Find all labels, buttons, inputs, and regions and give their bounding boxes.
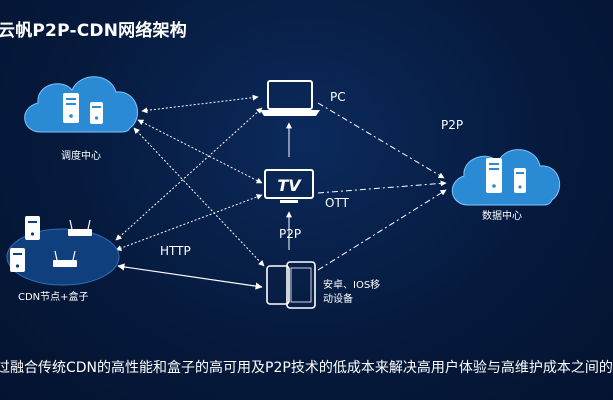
tv-icon: TV	[264, 169, 314, 203]
cloud-icon	[24, 76, 138, 133]
ott-label: OTT	[325, 196, 349, 210]
server-icon	[63, 93, 103, 124]
edge-dispatch-pc	[141, 94, 259, 114]
router-icon	[53, 219, 92, 267]
slide-title: 云帆P2P-CDN网络架构	[0, 21, 187, 41]
cdn-box-label: CDN节点+盒子	[18, 292, 89, 303]
edge-mobile-datacenter	[317, 189, 447, 271]
mobile-devices-icon	[266, 261, 316, 309]
pc-label: PC	[330, 90, 346, 104]
data-center-label: 数据中心	[482, 211, 522, 222]
laptop-icon	[260, 80, 320, 116]
dispatch-center-label: 调度中心	[61, 151, 101, 162]
cdn-node-icon	[6, 216, 120, 286]
p2p-right-label: P2P	[441, 118, 464, 132]
connection-lines	[115, 94, 447, 290]
mobile-label-line1: 安卓、IOS移	[323, 280, 381, 291]
server-icon	[486, 158, 526, 193]
edge-ott-datacenter	[317, 180, 447, 194]
bottom-caption: 过融合传统CDN的高性能和盒子的高可用及P2P技术的低成本来解决高用户体验与高维…	[0, 360, 613, 376]
cloud-icon	[452, 149, 561, 206]
architecture-slide: 云帆P2P-CDN网络架构	[0, 21, 561, 309]
edge-dispatch-mobile	[133, 127, 265, 267]
p2p-center-label: P2P	[279, 227, 302, 241]
mobile-label-line2: 动设备	[323, 294, 353, 305]
edge-cdn-pc	[115, 107, 263, 241]
edge-cdn-mobile	[117, 263, 263, 290]
architecture-diagram: TV	[6, 76, 561, 309]
edge-pc-datacenter	[317, 102, 445, 179]
edge-cdn-ott	[115, 194, 263, 251]
http-edge-label: HTTP	[160, 244, 191, 258]
tv-icon-text: TV	[277, 176, 302, 195]
